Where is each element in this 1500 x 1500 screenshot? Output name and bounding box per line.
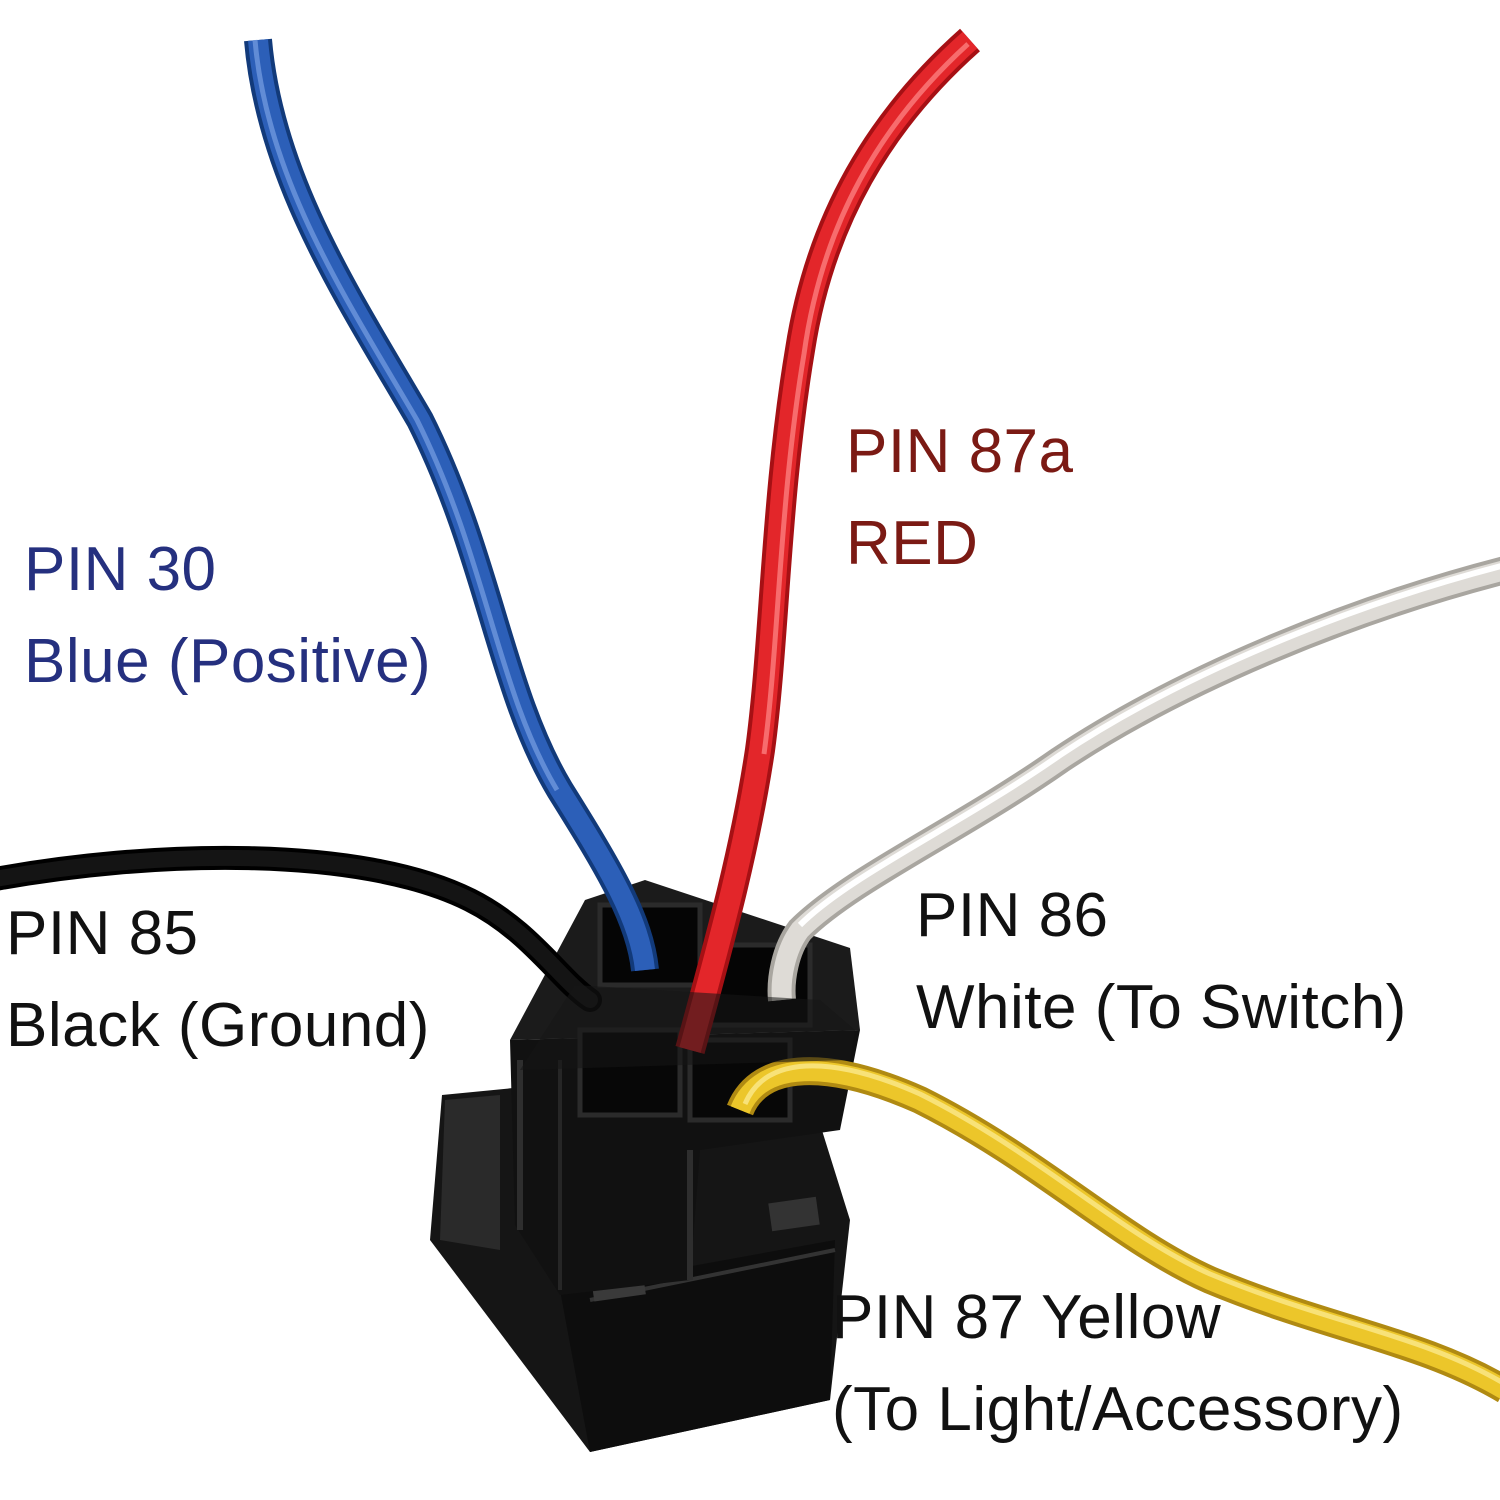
wire-red-pin87a	[679, 31, 978, 1053]
wire-blue-pin30-shine	[252, 39, 560, 792]
wire-black-pin85-core	[0, 849, 598, 1008]
socket-front-lip	[520, 985, 855, 1070]
label-pin87-title: PIN 87 Yellow	[832, 1283, 1222, 1352]
label-pin87a-desc: RED	[846, 509, 979, 578]
relay-body-highlight	[440, 1095, 500, 1250]
label-pin87: PIN 87 Yellow (To Light/Accessory)	[832, 1272, 1404, 1456]
label-pin87a-title: PIN 87a	[846, 417, 1074, 486]
label-pin85-title: PIN 85	[6, 899, 199, 968]
label-pin86: PIN 86 White (To Switch)	[916, 870, 1407, 1054]
wire-yellow-pin87	[730, 1061, 1500, 1399]
label-pin30: PIN 30 Blue (Positive)	[24, 524, 431, 708]
label-pin86-desc: White (To Switch)	[916, 973, 1407, 1042]
label-pin86-title: PIN 86	[916, 881, 1109, 950]
label-pin87a: PIN 87a RED	[846, 406, 1074, 590]
label-pin85-desc: Black (Ground)	[6, 991, 430, 1060]
relay-latch-right	[768, 1196, 820, 1232]
wire-yellow-pin87-shine	[742, 1063, 1500, 1385]
wire-white-pin86	[771, 560, 1500, 1001]
label-pin30-title: PIN 30	[24, 535, 217, 604]
wire-blue-pin30	[248, 39, 655, 972]
label-pin87-desc: (To Light/Accessory)	[832, 1375, 1404, 1444]
label-pin85: PIN 85 Black (Ground)	[6, 888, 430, 1072]
wire-red-pin87a-shine	[761, 42, 970, 755]
wire-white-pin86-shine	[797, 563, 1500, 928]
label-pin30-desc: Blue (Positive)	[24, 627, 432, 696]
wires	[0, 28, 1500, 1403]
